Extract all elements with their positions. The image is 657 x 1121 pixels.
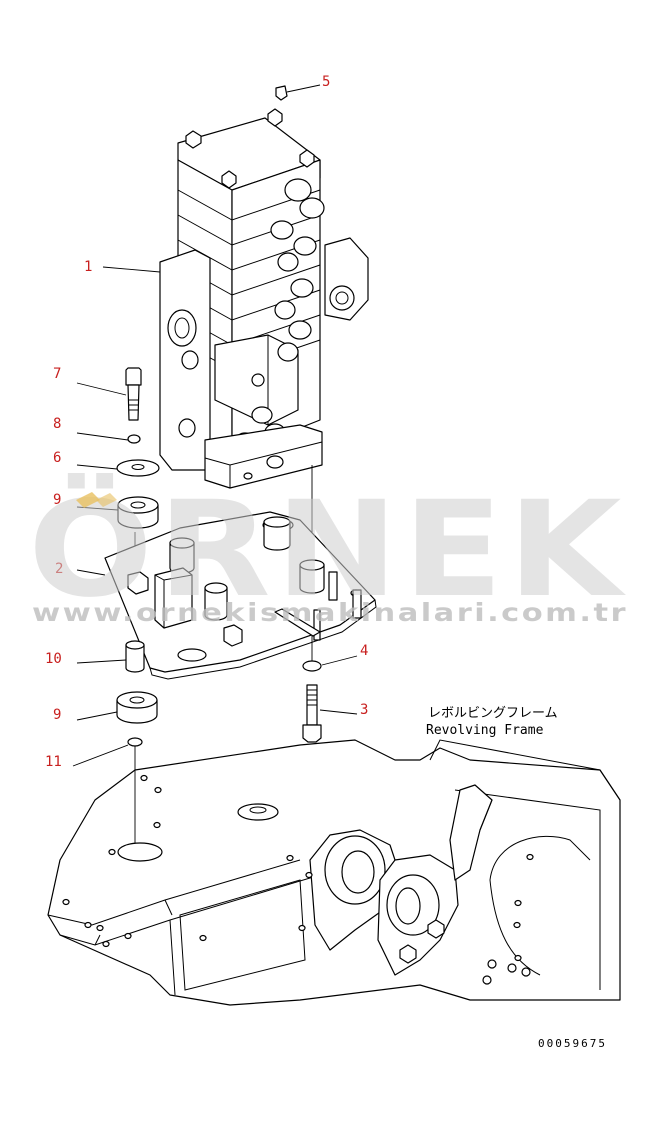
callout-10: 10 (45, 651, 62, 667)
frame-label-jp: レボルビングフレーム (428, 706, 558, 721)
rubber-mount-part-9-lower (116, 691, 158, 724)
callout-3: 3 (360, 702, 368, 718)
frame-label-en: Revolving Frame (426, 723, 544, 738)
control-valve-assembly (159, 108, 369, 489)
plug-part-5 (275, 84, 321, 101)
callout-11: 11 (45, 754, 62, 770)
mounting-plate (104, 511, 377, 680)
callout-9-lower: 9 (53, 707, 61, 723)
callout-8: 8 (53, 416, 61, 432)
callout-9-upper: 9 (53, 492, 61, 508)
watermark: ÖRNEK www.ornekismakinalari.com.tr (28, 473, 628, 627)
watermark-brand: ÖRNEK (28, 473, 627, 627)
washer-part-11 (127, 737, 143, 747)
rubber-mount-part-9-upper (117, 496, 159, 529)
revolving-frame (47, 739, 621, 1006)
callout-1: 1 (84, 259, 92, 275)
bolt-part-3 (302, 684, 322, 743)
callout-2: 2 (55, 561, 63, 577)
leader-lines (72, 266, 358, 767)
bolt-part-7 (125, 367, 142, 421)
watermark-accent-mark (76, 492, 100, 508)
callout-6: 6 (53, 450, 61, 466)
sleeve-part-10 (125, 640, 145, 673)
washer-part-8 (127, 434, 141, 444)
frame-seat (117, 842, 163, 862)
callout-7: 7 (53, 366, 61, 382)
washer-part-4 (302, 660, 322, 672)
document-number: 00059675 (538, 1037, 607, 1050)
watermark-accent-mark-2 (96, 493, 117, 507)
hose-fittings (235, 178, 325, 448)
washer-part-6 (116, 459, 160, 477)
callout-labels: 1 2 3 4 5 6 7 8 9 10 9 11 (45, 74, 368, 770)
callout-4: 4 (360, 643, 368, 659)
callout-5: 5 (322, 74, 330, 90)
watermark-url: www.ornekismakinalari.com.tr (32, 598, 628, 627)
